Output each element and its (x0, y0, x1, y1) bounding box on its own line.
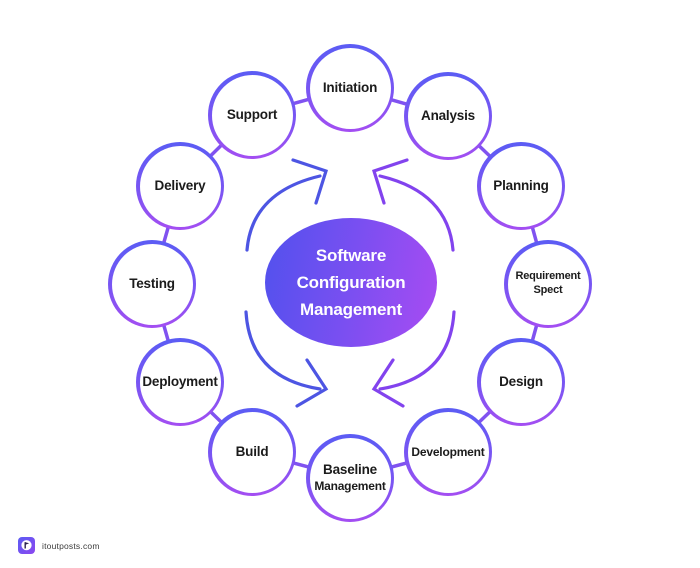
node-analysis: Analysis (404, 72, 492, 160)
center-title-line: Software (315, 246, 387, 265)
center-title-line: Management (300, 300, 402, 319)
node-delivery: Delivery (136, 142, 224, 230)
arrow-bottom-right (371, 310, 456, 408)
node-label: Management (314, 478, 386, 493)
node-label: Requirement (515, 270, 581, 283)
center-ellipse: Software Configuration Management (265, 218, 437, 347)
node-requirement-spect: Requirement Spect (504, 240, 592, 328)
node-label: Baseline (323, 462, 377, 478)
arrow-top-right (372, 158, 455, 252)
node-design: Design (477, 338, 565, 426)
node-label: Spect (533, 284, 563, 296)
node-label: Deployment (142, 373, 218, 389)
arrow-top-left (245, 158, 328, 252)
node-label: Build (235, 443, 269, 459)
node-build: Build (208, 408, 296, 496)
itoutposts-logo-icon (18, 537, 35, 554)
node-development: Development (404, 408, 492, 496)
node-initiation: Initiation (306, 44, 394, 132)
node-label: Delivery (154, 177, 206, 193)
node-support: Support (208, 71, 296, 159)
node-label: Analysis (421, 107, 475, 123)
center-title-line: Configuration (296, 273, 406, 292)
node-label: Development (411, 444, 485, 459)
node-label: Design (499, 373, 543, 389)
node-label: Initiation (322, 79, 378, 95)
node-planning: Planning (477, 142, 565, 230)
node-deployment: Deployment (136, 338, 224, 426)
node-label: Support (226, 106, 278, 122)
node-testing: Testing (108, 240, 196, 328)
footer-watermark: itoutposts.com (18, 537, 100, 554)
node-baseline-management: Baseline Management (306, 434, 394, 522)
node-label: Planning (493, 177, 549, 193)
arrow-bottom-left (244, 310, 329, 408)
node-label: Testing (129, 275, 175, 291)
watermark-text: itoutposts.com (42, 540, 100, 551)
